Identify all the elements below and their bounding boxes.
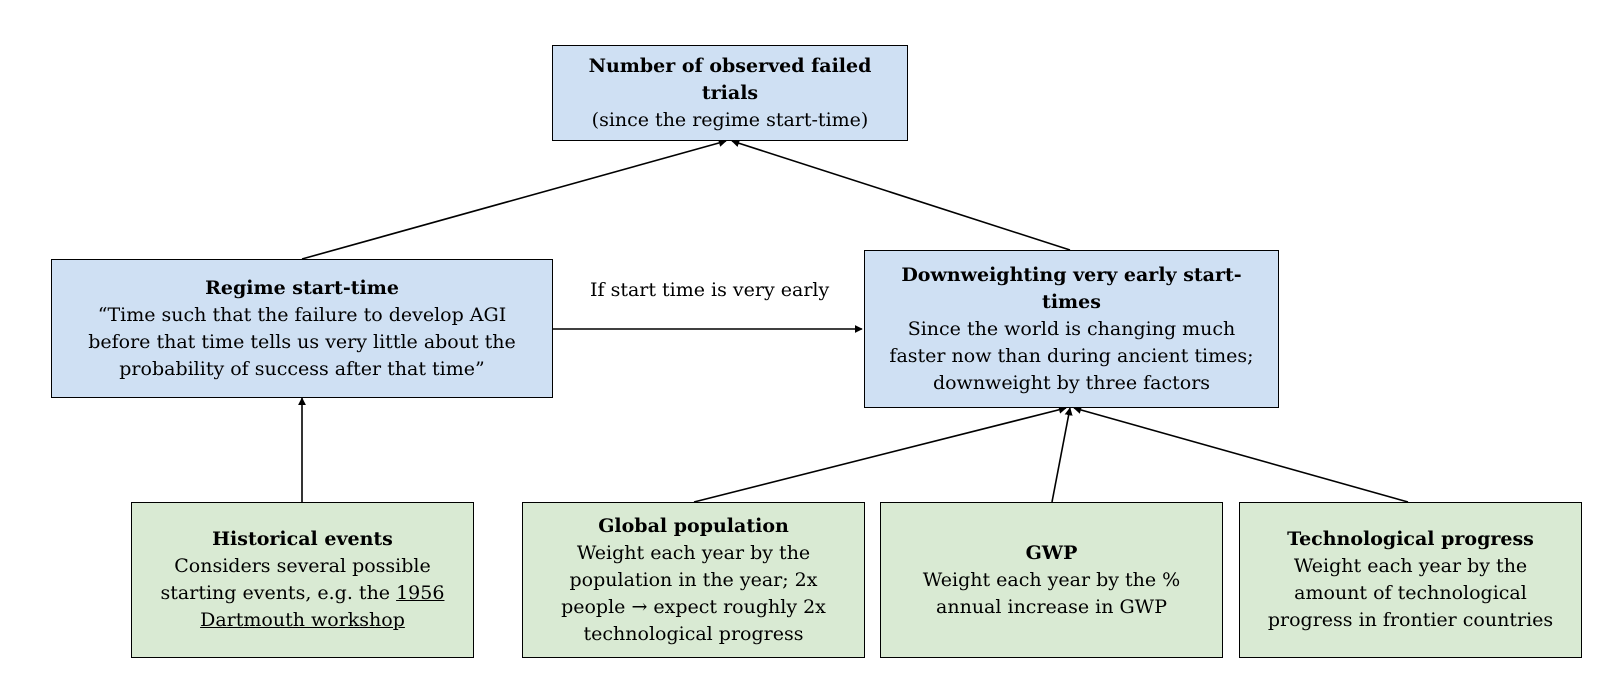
node-title: Number of observed failed trials [588,54,872,104]
node-observed-failed-trials: Number of observed failed trials (since … [552,45,908,141]
node-title: Downweighting very early start-times [901,263,1242,313]
edge-label-early-start: If start time is very early [590,279,830,301]
node-global-population: Global population Weight each year by th… [522,502,865,658]
node-title: Technological progress [1287,528,1534,550]
node-regime-start-time: Regime start-time “Time such that the fa… [51,259,553,398]
node-text-line: Weight each year by the [576,541,811,564]
node-downweighting: Downweighting very early start-times Sin… [864,250,1279,408]
arrow-downweighting-to-trials [731,139,1071,251]
node-text-line: population in the year; 2x [569,568,818,591]
node-text-fragment: starting events, e.g. the [160,582,397,604]
node-text-line: Weight each year by the [1293,555,1528,577]
node-text-line: faster now than during ancient times; [889,344,1254,367]
node-text-line: annual increase in GWP [936,595,1167,618]
node-historical-events: Historical events Considers several poss… [131,502,474,658]
arrow-gwp-to-downweighting [1051,407,1073,503]
dartmouth-link[interactable]: Dartmouth workshop [200,609,405,631]
node-text-line: probability of success after that time” [119,357,485,380]
node-text-line: “Time such that the failure to develop A… [97,303,507,326]
arrow-tech-to-downweighting [1073,406,1409,503]
node-text-line: amount of technological [1294,582,1527,604]
dartmouth-link-year[interactable]: 1956 [396,582,445,604]
node-title: Global population [598,514,789,537]
node-text-line: before that time tells us very little ab… [88,330,516,353]
node-text-line: starting events, e.g. the 1956 [161,580,445,607]
node-text-line: technological progress [583,622,804,645]
node-text-line: downweight by three factors [932,371,1211,394]
node-text-line: people → expect roughly 2x [561,595,826,618]
node-text-line: Considers several possible [174,555,431,577]
arrow-regime-to-trials [301,139,727,260]
node-gwp: GWP Weight each year by the % annual inc… [880,502,1223,658]
node-text-line: Weight each year by the % [922,568,1181,591]
node-title: Historical events [212,528,393,550]
node-text-line: (since the regime start-time) [591,108,869,131]
node-title: Regime start-time [205,276,399,299]
node-title: GWP [1025,541,1078,564]
node-text-line: progress in frontier countries [1267,609,1554,631]
node-text-line: Since the world is changing much [907,317,1236,340]
node-technological-progress: Technological progress Weight each year … [1239,502,1582,658]
arrow-population-to-downweighting [693,405,1067,503]
